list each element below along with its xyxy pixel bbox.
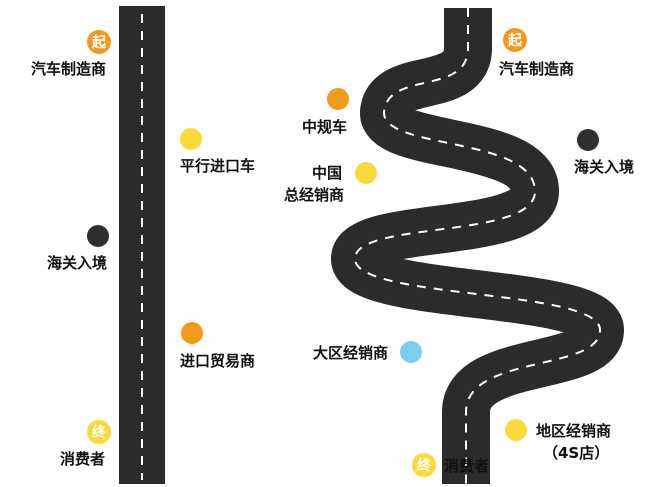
import-trader-label: 进口贸易商	[180, 352, 255, 370]
left-end-badge: 终	[87, 420, 111, 444]
start-badge-circle	[503, 28, 527, 52]
start-badge-text: 起	[91, 34, 107, 51]
parallel-import-label: 平行进口车	[180, 157, 255, 175]
regional-dealer-dot	[400, 341, 422, 363]
regular-car-dot	[327, 88, 349, 110]
national-dealer-label-line1: 中国	[312, 164, 342, 182]
left-manufacturer-label: 汽车制造商	[31, 60, 106, 78]
local-dealer-dot	[505, 419, 527, 441]
left-start-badge: 起	[87, 30, 111, 54]
left-customs-label: 海关入境	[47, 254, 107, 272]
end-badge-circle	[412, 453, 436, 477]
start-badge-circle	[87, 30, 111, 54]
national-dealer-dot	[355, 162, 377, 184]
start-badge-text: 起	[507, 32, 523, 49]
left-consumer-label: 消费者	[60, 450, 105, 468]
national-dealer-label-line2: 总经销商	[284, 186, 344, 204]
winding-road-surface	[331, 8, 624, 484]
winding-road	[331, 8, 624, 484]
winding-road-lane	[353, 8, 602, 484]
import-trader-dot	[181, 322, 203, 344]
end-badge-text: 终	[92, 424, 107, 441]
regular-car-label: 中规车	[302, 118, 347, 136]
straight-road	[119, 6, 165, 484]
right-manufacturer-label: 汽车制造商	[499, 60, 574, 78]
regional-dealer-label: 大区经销商	[313, 344, 388, 362]
local-dealer-label-line2: （4S店）	[543, 444, 609, 462]
right-customs-dot	[577, 129, 599, 151]
local-dealer-label-line1: 地区经销商	[536, 422, 611, 440]
parallel-import-dot	[180, 128, 202, 150]
right-consumer-label: 消费者	[444, 457, 489, 475]
end-badge-circle	[87, 420, 111, 444]
right-end-badge: 终	[412, 453, 436, 477]
end-badge-text: 终	[417, 457, 432, 474]
right-customs-label: 海关入境	[574, 158, 634, 176]
left-customs-dot	[87, 225, 109, 247]
right-start-badge: 起	[503, 28, 527, 52]
